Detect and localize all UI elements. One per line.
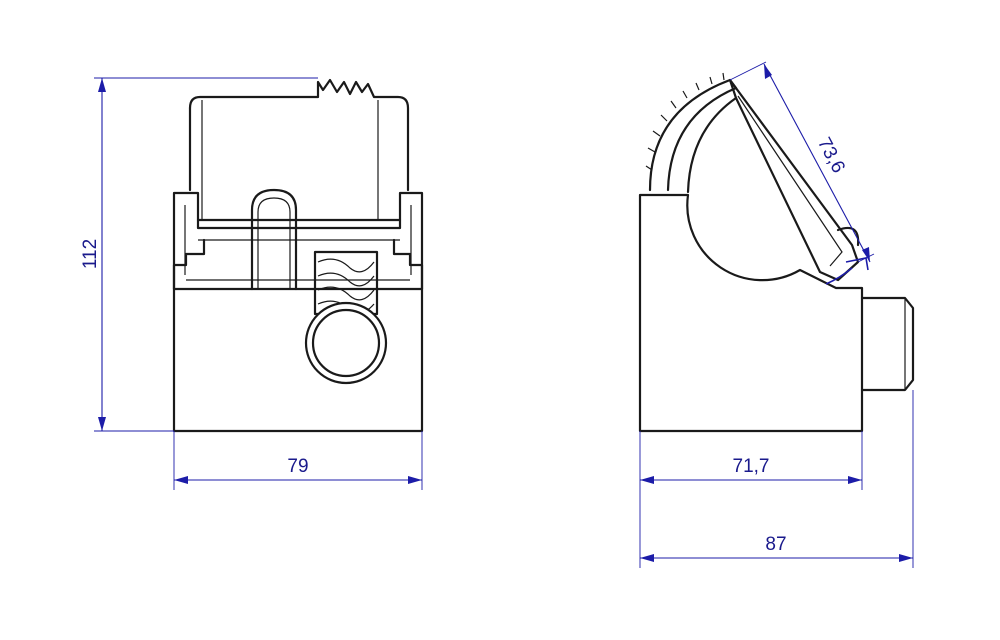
- dim-line-side-jaw-length: [763, 63, 871, 263]
- dim-front-height: 112: [80, 239, 101, 269]
- dimensions: 112 79 71,7 87 73,6: [80, 61, 914, 568]
- side-spindle-stub: [860, 296, 915, 392]
- front-base-block: [172, 287, 424, 433]
- side-base-block: [638, 193, 864, 433]
- front-right-ledge: [392, 238, 424, 291]
- front-crossbar: [196, 218, 402, 230]
- dim-front-width: 79: [287, 456, 308, 477]
- side-jaw-plate: [728, 78, 860, 282]
- side-jaw-arc: [648, 78, 738, 192]
- side-jaw-inner-arc: [686, 96, 738, 194]
- side-view: [638, 72, 915, 433]
- front-central-pin: [250, 188, 298, 291]
- front-jaw-head: [188, 78, 410, 192]
- front-view: [172, 78, 424, 433]
- side-screw-hook: [836, 226, 860, 247]
- front-left-ledge: [172, 238, 206, 291]
- dim-side-total-width: 87: [765, 534, 786, 555]
- front-left-post: [172, 191, 200, 291]
- front-knob-inner: [311, 308, 381, 378]
- front-right-post: [398, 191, 424, 291]
- front-knob-outer: [304, 301, 388, 385]
- dim-side-jaw-length: 73,6: [813, 134, 849, 177]
- dim-side-base-width: 71,7: [733, 456, 770, 477]
